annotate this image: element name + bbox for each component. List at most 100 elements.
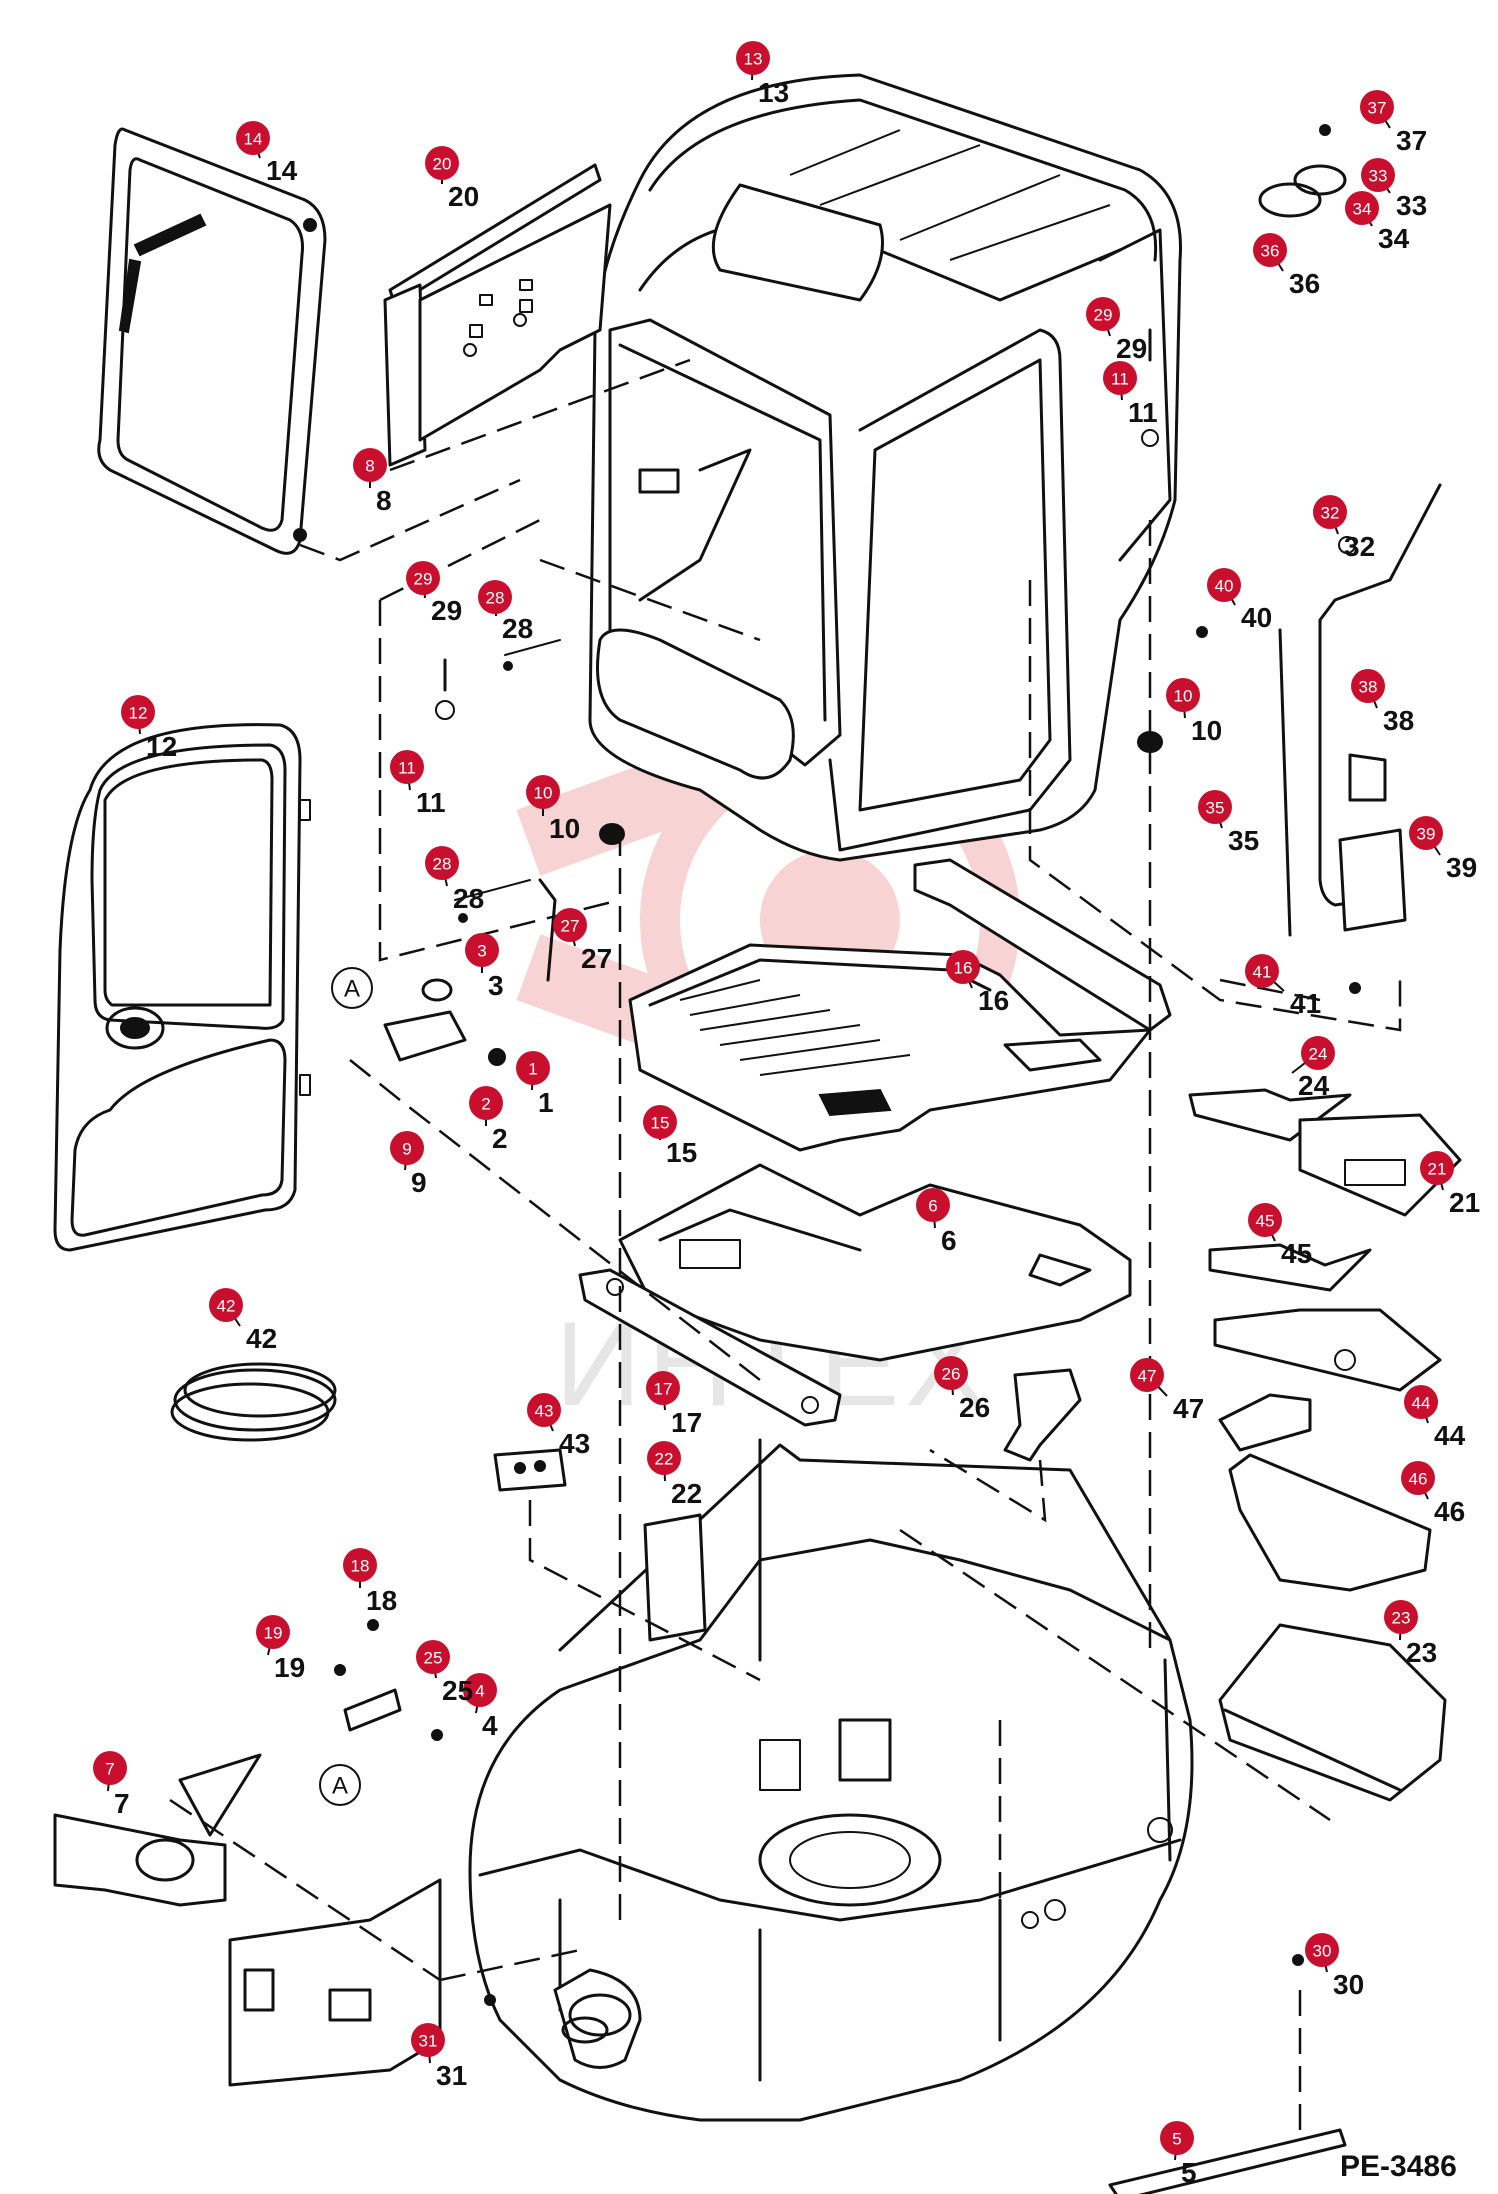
svg-text:25: 25 [424,1649,443,1668]
svg-text:16: 16 [954,959,973,978]
part-number-label: 25 [442,1675,473,1706]
part-number-label: 43 [559,1428,590,1459]
svg-text:20: 20 [433,155,452,174]
part-number-badge: 10 [526,775,560,809]
part-number-label: 23 [1406,1637,1437,1668]
part-number-label: 34 [1378,223,1410,254]
part-number-label: 11 [1128,397,1158,428]
part-number-badge: 23 [1384,1600,1418,1634]
part-number-badge: 39 [1409,816,1443,850]
lower-bar [578,1268,842,1427]
svg-text:45: 45 [1256,1212,1275,1231]
part-number-badge: 7 [93,1751,127,1785]
callout-1: 11 [516,1051,554,1118]
part-number-badge: 9 [390,1131,424,1165]
reference-marker-a-upper: A [331,967,373,1009]
callout-9: 99 [390,1131,427,1198]
part-number-label: 8 [376,485,392,516]
svg-text:7: 7 [105,1760,114,1779]
part-number-label: 10 [1191,715,1222,746]
svg-text:37: 37 [1368,99,1387,118]
drawing-code: PE-3486 [1340,2150,1457,2183]
part-number-badge: 22 [647,1441,681,1475]
hose-coil [170,1362,337,1442]
part-number-label: 38 [1383,705,1414,736]
part-number-label: 17 [671,1407,702,1438]
part-number-label: 46 [1434,1496,1465,1527]
svg-text:31: 31 [419,2032,438,2051]
part-number-badge: 8 [353,448,387,482]
part-number-label: 18 [366,1585,397,1616]
callout-8: 88 [353,448,392,516]
svg-text:33: 33 [1369,167,1388,186]
part-number-label: 32 [1344,531,1375,562]
svg-text:15: 15 [651,1114,670,1133]
part-number-badge: 16 [946,950,980,984]
svg-text:4: 4 [475,1682,484,1701]
antenna-parts [1258,124,1442,937]
part-number-badge: 2 [469,1086,503,1120]
svg-text:A: A [332,1773,348,1800]
part-number-label: 21 [1449,1187,1480,1218]
callout-46: 46 46 [1401,1461,1465,1527]
part-number-label: 14 [266,155,298,186]
part-number-badge: 41 [1245,954,1279,988]
part-number-badge: 3 [465,933,499,967]
callout-37: 37 37 [1360,90,1427,156]
callout-2: 22 [469,1086,508,1154]
part-number-label: 19 [274,1652,305,1683]
part-number-badge: 29 [406,561,440,595]
part-number-badge: 15 [643,1105,677,1139]
svg-text:41: 41 [1253,963,1272,982]
svg-text:11: 11 [1111,370,1129,389]
part-number-badge: 37 [1360,90,1394,124]
svg-text:44: 44 [1412,1394,1431,1413]
part-number-badge: 40 [1207,568,1241,602]
part-number-label: 29 [431,595,462,626]
svg-text:10: 10 [1174,687,1193,706]
part-number-badge: 11 [1103,361,1137,395]
part-number-badge: 36 [1253,233,1287,267]
svg-text:18: 18 [351,1557,370,1576]
svg-text:35: 35 [1206,799,1225,818]
part-number-label: 36 [1289,268,1320,299]
part-number-badge: 4 [463,1673,497,1707]
part-number-badge: 28 [425,846,459,880]
part-number-badge: 21 [1420,1151,1454,1185]
part-number-label: 1 [538,1087,554,1118]
svg-text:40: 40 [1215,577,1234,596]
part-number-label: 28 [502,613,533,644]
part-number-label: 20 [448,181,479,212]
guide-lines [169,518,1402,2140]
svg-text:46: 46 [1409,1470,1428,1489]
part-number-label: 15 [666,1137,697,1168]
svg-text:22: 22 [655,1450,674,1469]
part-number-label: 37 [1396,125,1427,156]
part-number-label: 22 [671,1478,702,1509]
part-number-badge: 46 [1401,1461,1435,1495]
svg-text:32: 32 [1321,504,1340,523]
part-number-badge: 42 [209,1288,243,1322]
part-number-badge: 14 [236,121,270,155]
svg-text:21: 21 [1428,1160,1447,1179]
part-number-label: 33 [1396,190,1427,221]
